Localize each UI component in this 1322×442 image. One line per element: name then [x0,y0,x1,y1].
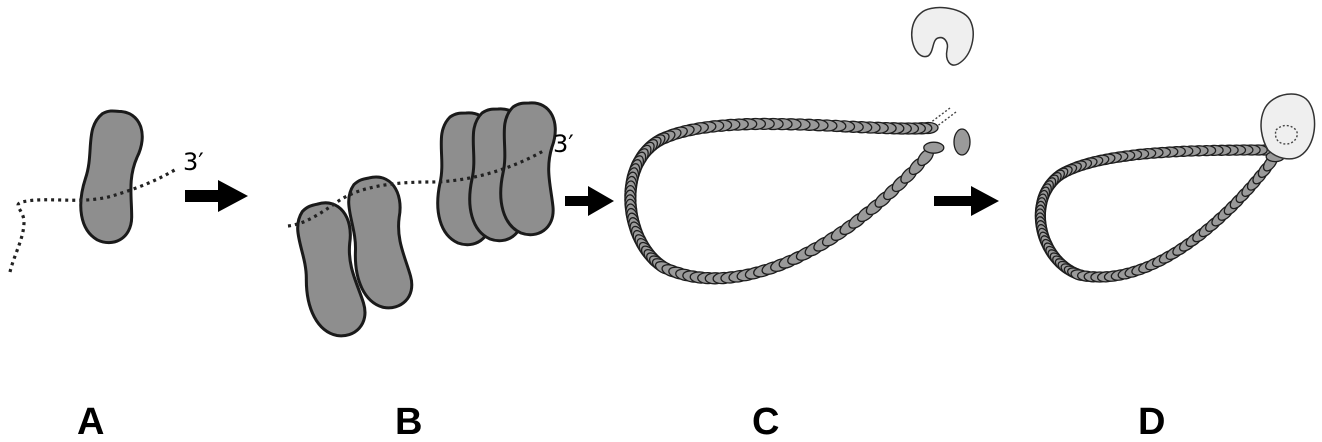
panel-b: 3′ [288,103,574,342]
panel-label-a: A [77,401,104,442]
rna-binding-protein [77,108,145,245]
panel-d [1035,94,1315,283]
panel-label-c: C [752,401,779,442]
three-prime-label: 3′ [183,148,204,176]
capping-protein [1261,94,1315,159]
three-prime-label: 3′ [553,130,574,158]
filament-bead [924,142,944,153]
protein-filament-loop [1035,145,1285,283]
panel-c [624,8,973,285]
capping-protein [912,8,973,66]
arrow-b-c [565,186,614,216]
panel-label-d: D [1138,401,1165,442]
released-protein [954,129,970,155]
panel-label-b: B [395,401,422,442]
arrow-c-d [934,186,999,216]
arrow-a-b [185,180,248,212]
panel-a: 3′ [10,108,204,272]
bound-protein [501,103,556,235]
protein-filament-loop [624,118,944,284]
